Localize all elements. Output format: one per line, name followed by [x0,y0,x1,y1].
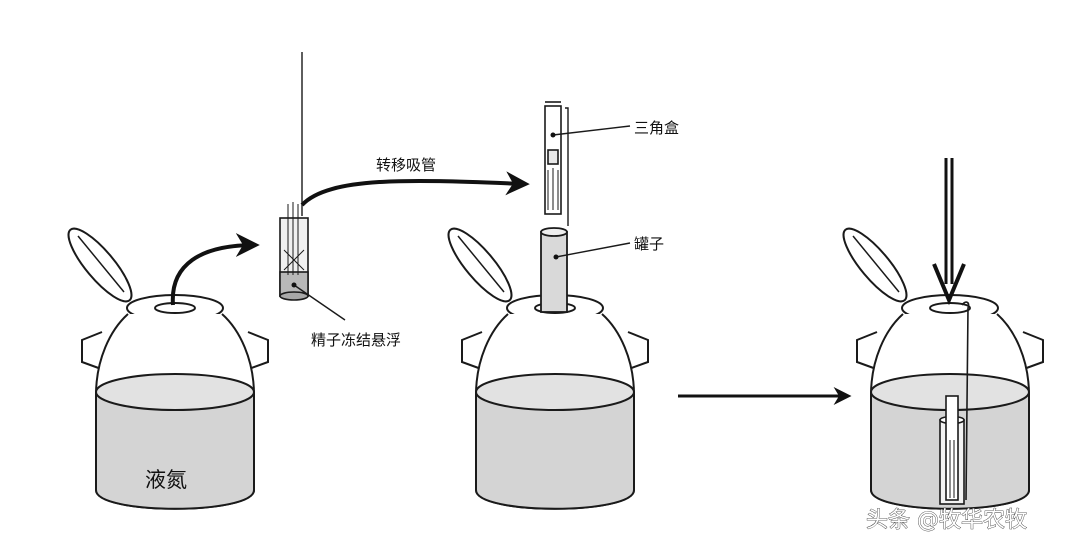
pointer-canister [555,242,631,258]
nitrogen-tank-3 [842,227,1044,510]
label-triangle-box: 三角盒 [634,119,679,137]
nitrogen-tank-1 [67,227,269,510]
watermark: 头条 @牧华农牧 [866,508,1027,533]
triangle-box [544,101,569,226]
pointer-triangle-box [552,125,631,136]
label-liquid-nitrogen: 液氮 [145,468,187,492]
label-transfer-pipette: 转移吸管 [376,156,436,174]
pointer-suspension [293,284,346,321]
tank-lid [67,227,133,303]
label-frozen-semen: 精子冻结悬浮 [311,331,401,349]
straw-with-semen [279,52,309,301]
tank-handle-left [81,331,105,371]
submerged-canister [939,301,970,505]
arrow-tank1-to-straw [170,233,260,306]
arrow-transfer [300,171,530,207]
arrow-down-into-tank [932,158,966,306]
label-canister: 罐子 [634,235,664,253]
tank-handle-right [245,331,269,371]
liquid-nitrogen [96,392,254,509]
canister [540,227,568,313]
